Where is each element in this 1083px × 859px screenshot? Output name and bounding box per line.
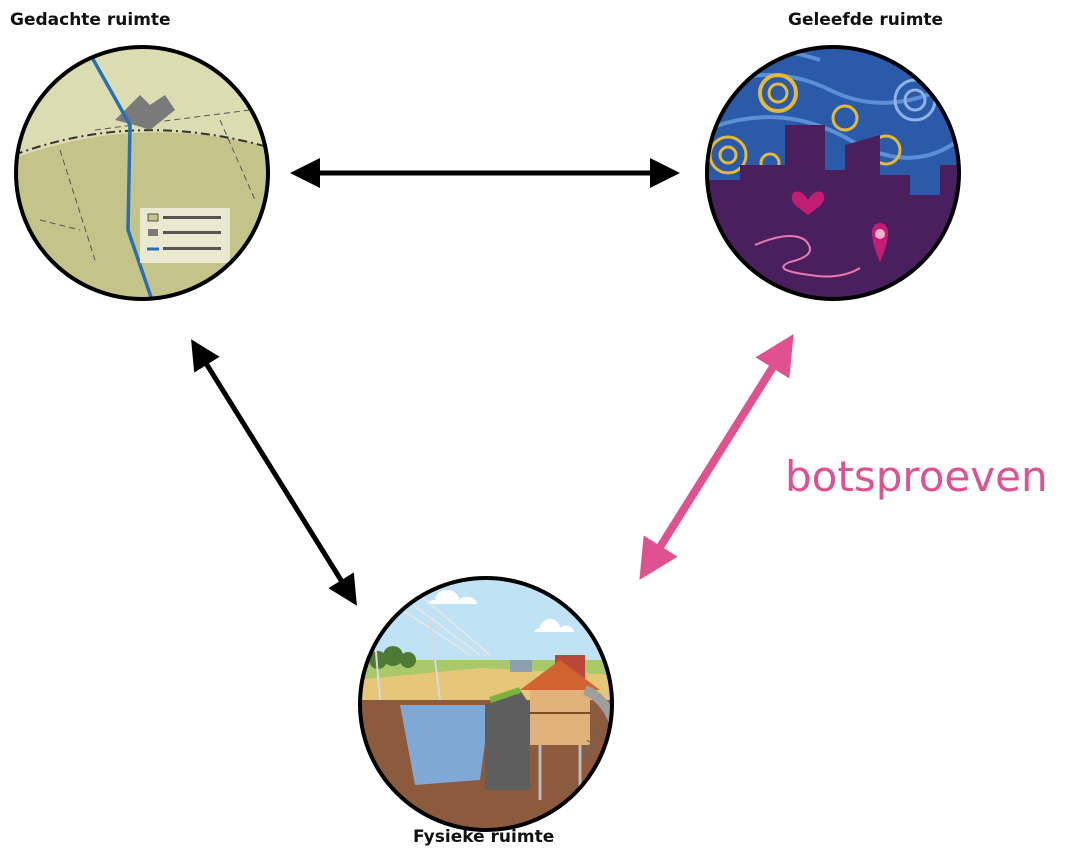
arrow-gedachte-fysieke bbox=[191, 339, 357, 606]
label-gedachte-ruimte: Gedachte ruimte bbox=[10, 10, 171, 30]
city-illustration bbox=[705, 45, 961, 301]
label-geleefde-ruimte: Geleefde ruimte bbox=[788, 10, 944, 30]
map-illustration bbox=[14, 45, 270, 301]
arrow-fysieke-geleefde bbox=[639, 334, 794, 580]
label-fysieke-ruimte: Fysieke ruimte bbox=[413, 827, 555, 847]
landscape-illustration bbox=[358, 576, 614, 832]
edge-label-botsproeven: botsproeven bbox=[785, 452, 1048, 501]
